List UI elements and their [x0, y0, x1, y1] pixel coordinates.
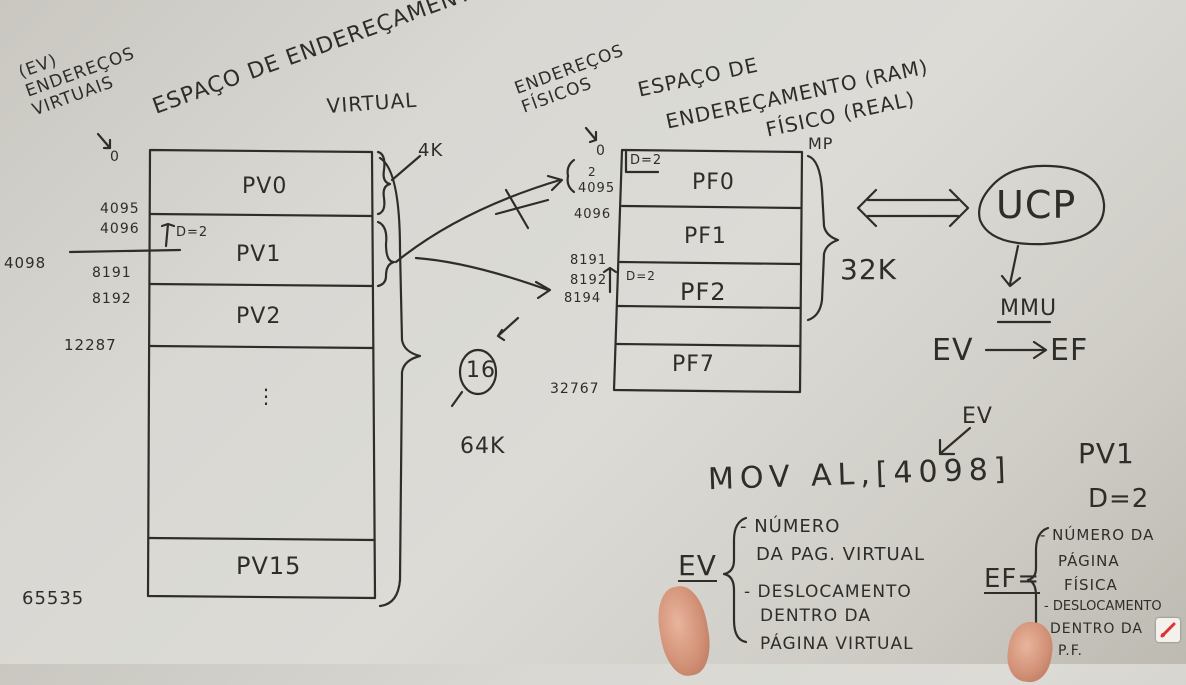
ef-definition-label: EF=	[984, 564, 1041, 594]
physical-address-2: 2	[588, 165, 597, 179]
ef-def-line-2: PÁGINA	[1058, 552, 1120, 570]
crossed-arrow	[394, 178, 562, 264]
count-circle	[458, 348, 498, 396]
virtual-address-65535: 65535	[22, 588, 85, 609]
ev-def-line-2: DA PAG. VIRTUAL	[756, 544, 926, 565]
pf-gap-divider	[615, 342, 802, 348]
ev-def-line-1: - NÚMERO	[740, 516, 841, 537]
ev-def-line-3: - DESLOCAMENTO	[744, 582, 912, 602]
address-4098-marker	[68, 248, 182, 254]
mmu-output-ef: EF	[1050, 333, 1089, 368]
ef-def-line-5: DENTRO DA	[1050, 621, 1143, 637]
physical-frame-0: PF0	[692, 170, 735, 195]
ev-def-line-4: DENTRO DA	[760, 606, 871, 626]
virtual-space-brace	[378, 156, 422, 608]
virtual-space-title-2: VIRTUAL	[325, 87, 419, 118]
physical-space-size: 32K	[840, 253, 897, 286]
mmu-input-ev: EV	[932, 333, 974, 368]
ev-def-line-5: PÁGINA VIRTUAL	[760, 634, 914, 654]
virtual-address-4096: 4096	[100, 221, 140, 237]
pv1-to-pf2-arrow	[414, 256, 550, 292]
ev-to-ef-arrow	[984, 340, 1048, 360]
physical-address-4095: 4095	[578, 181, 616, 196]
pv1-offset-brace	[160, 222, 176, 248]
physical-address-32767: 32767	[550, 381, 600, 397]
ev-definition-label: EV	[678, 549, 717, 582]
virtual-address-4095: 4095	[100, 201, 140, 217]
physical-frame-2: PF2	[680, 278, 727, 306]
physical-offset-0: D=2	[630, 153, 663, 168]
physical-frame-7: PF7	[672, 352, 715, 377]
main-memory-label: MP	[808, 134, 834, 153]
physical-address-8194: 8194	[564, 291, 602, 306]
physical-space-brace	[806, 154, 840, 322]
virtual-page-size: 4K	[418, 140, 444, 161]
pv0-divider	[148, 212, 374, 218]
pv1-brace	[376, 220, 396, 288]
whiteboard-drawing	[68, 126, 1106, 654]
ucp-label: UCP	[996, 183, 1077, 227]
physical-address-4096: 4096	[574, 207, 612, 222]
pf1-divider	[618, 260, 802, 266]
ef-def-line-1: - NÚMERO DA	[1040, 526, 1155, 544]
instruction-offset: D=2	[1088, 484, 1150, 514]
ucp-circle	[978, 164, 1106, 246]
mmu-label: MMU	[1000, 296, 1058, 321]
pf0-offset-box	[624, 150, 660, 174]
ev-definition-brace	[722, 516, 748, 644]
virtual-page-2: PV2	[236, 304, 282, 329]
virtual-space-box	[146, 148, 377, 600]
pv1-divider	[148, 282, 375, 288]
pv1-offset: D=2	[176, 225, 209, 240]
ef-def-line-4: - DESLOCAMENTO	[1044, 599, 1162, 614]
page-size-arrow	[390, 154, 422, 182]
virtual-address-4098: 4098	[4, 254, 47, 272]
ucp-double-arrow	[856, 188, 970, 228]
ef-def-line-3: FÍSICA	[1064, 576, 1118, 594]
cross-mark	[494, 188, 550, 230]
virtual-page-count: 16	[466, 358, 496, 383]
virtual-page-ellipsis: ⋮	[256, 384, 277, 408]
physical-address-8191: 8191	[570, 253, 608, 268]
physical-frame-1: PF1	[684, 224, 727, 249]
virtual-page-15: PV15	[236, 552, 302, 580]
physical-offset-2: D=2	[626, 269, 656, 283]
virtual-address-8192: 8192	[92, 291, 132, 307]
pv15-divider	[147, 536, 376, 542]
virtual-space-size: 64K	[460, 434, 506, 459]
pf2-divider	[616, 304, 802, 310]
instruction-ev-label: EV	[962, 404, 993, 429]
virtual-page-0: PV0	[242, 174, 288, 199]
virtual-address-zero: 0	[110, 149, 120, 165]
virtual-page-1: PV1	[236, 242, 282, 267]
channel-logo-icon	[1156, 618, 1180, 642]
ef-def-line-6: P.F.	[1058, 643, 1083, 659]
physical-space-box	[612, 148, 804, 394]
physical-address-8192: 8192	[570, 273, 608, 288]
pv2-divider	[148, 344, 375, 350]
pf0-divider	[620, 204, 802, 210]
instruction-page: PV1	[1078, 437, 1135, 470]
physical-address-zero: 0	[596, 143, 606, 159]
virtual-address-8191: 8191	[92, 265, 132, 281]
virtual-address-12287: 12287	[64, 336, 117, 354]
